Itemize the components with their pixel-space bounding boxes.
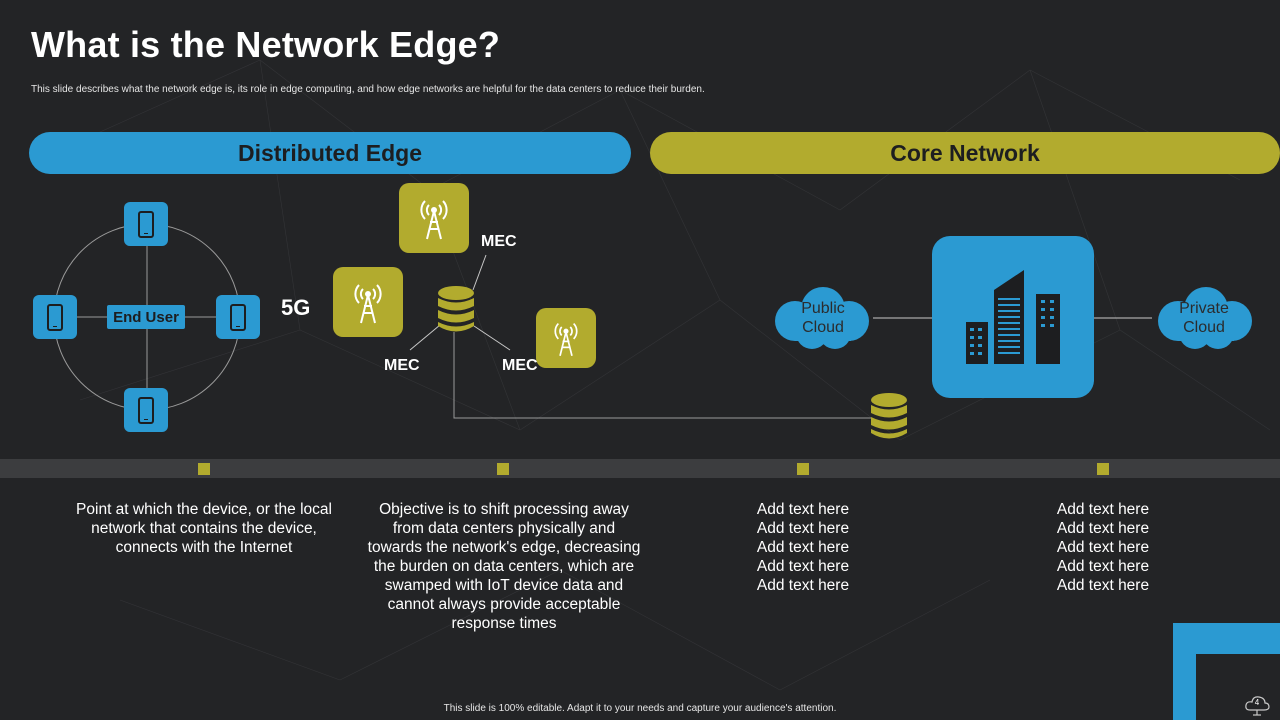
description-line: network that contains the device, [91, 520, 317, 537]
description-block-1: Point at which the device, or the local … [54, 500, 354, 557]
mec-label: MEC [481, 233, 517, 250]
page-title: What is the Network Edge? [31, 24, 501, 65]
phone-icon [124, 202, 168, 246]
description-block-2: Objective is to shift processing away fr… [354, 500, 654, 633]
data-center-building-icon [932, 236, 1094, 398]
distributed-edge-header: Distributed Edge [29, 132, 631, 174]
description-line: Add text here [1056, 577, 1150, 594]
phone-icon [124, 388, 168, 432]
core-network-header: Core Network [650, 132, 1280, 174]
cell-tower-icon [399, 183, 469, 253]
description-line: Add text here [756, 558, 850, 575]
description-line: from data centers physically and [392, 520, 616, 537]
private-cloud-icon: Private Cloud [1150, 283, 1258, 353]
private-cloud-label-line1: Private [1179, 300, 1229, 317]
public-cloud-label-line1: Public [801, 300, 845, 317]
phone-icon [216, 295, 260, 339]
corner-decoration-inner [1196, 654, 1280, 720]
page-number-badge: 4 [1244, 694, 1270, 716]
timeline-marker [1097, 463, 1109, 475]
description-line: Add text here [756, 501, 850, 518]
public-cloud-label-line2: Cloud [802, 319, 844, 336]
description-block-4: Add text here Add text here Add text her… [953, 500, 1253, 595]
label-5g: 5G [281, 295, 311, 320]
page-subtitle: This slide describes what the network ed… [31, 84, 705, 95]
cell-tower-icon [333, 267, 403, 337]
description-line: Add text here [756, 520, 850, 537]
timeline-marker [497, 463, 509, 475]
mec-label: MEC [502, 357, 538, 374]
description-line: Objective is to shift processing away [379, 501, 629, 518]
page-number: 4 [1254, 698, 1260, 707]
description-line: Add text here [1056, 520, 1150, 537]
description-line: swamped with IoT device data and [384, 577, 624, 594]
description-line: Add text here [1056, 558, 1150, 575]
end-user-label: End User [107, 305, 185, 329]
description-line: response times [451, 615, 557, 632]
description-line: Add text here [756, 577, 850, 594]
public-cloud-icon: Public Cloud [767, 283, 875, 353]
description-line: Add text here [1056, 539, 1150, 556]
cell-tower-icon [536, 308, 596, 368]
private-cloud-label-line2: Cloud [1183, 319, 1225, 336]
description-block-3: Add text here Add text here Add text her… [653, 500, 953, 595]
description-line: Add text here [756, 539, 850, 556]
description-line: Add text here [1056, 501, 1150, 518]
description-line: the burden on data centers, which are [373, 558, 635, 575]
phone-icon [33, 295, 77, 339]
footer-note: This slide is 100% editable. Adapt it to… [443, 703, 837, 714]
mec-label: MEC [384, 357, 420, 374]
timeline-marker [198, 463, 210, 475]
database-icon [869, 392, 909, 447]
description-line: Point at which the device, or the local [76, 501, 332, 518]
description-line: cannot always provide acceptable [387, 596, 621, 613]
timeline-band [0, 459, 1280, 478]
database-icon [436, 285, 476, 340]
description-line: towards the network's edge, decreasing [367, 539, 641, 556]
description-line: connects with the Internet [115, 539, 293, 556]
timeline-marker [797, 463, 809, 475]
